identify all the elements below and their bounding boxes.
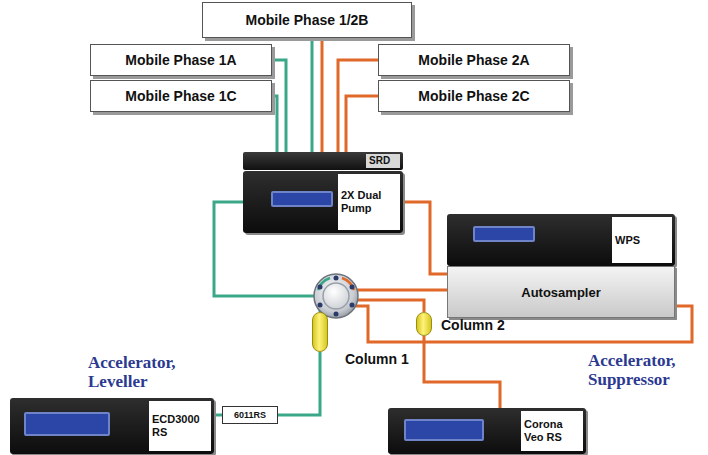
tubing-line <box>346 96 378 152</box>
node-text: Mobile Phase 1C <box>125 88 236 104</box>
node-text: Corona Veo RS <box>524 418 580 443</box>
node-text: ECD3000 RS <box>152 413 208 438</box>
node-text: Mobile Phase 1A <box>125 52 236 68</box>
degasser-unit: SRD <box>243 152 403 170</box>
autosampler-unit: Autosampler <box>447 266 675 318</box>
valve-port <box>318 303 323 308</box>
label-panel: ECD3000 RS <box>149 401 211 451</box>
tubing-line <box>321 38 324 152</box>
node-text: Mobile Phase 2A <box>418 52 529 68</box>
label-panel: WPS <box>612 217 672 263</box>
pump-unit: 2X Dual Pump <box>243 171 403 233</box>
node-text: SRD <box>369 155 390 167</box>
tubing-line <box>278 352 320 415</box>
display-screen <box>24 412 110 436</box>
detector-unit: Corona Veo RS <box>388 408 586 454</box>
connector-unit: 6011RS <box>222 406 278 424</box>
tubing-line <box>272 60 286 152</box>
reservoir-box: Mobile Phase 1A <box>90 44 272 76</box>
reservoir-box: Mobile Phase 1/2B <box>202 2 412 38</box>
valve-groove <box>342 278 354 290</box>
display-screen <box>404 419 484 441</box>
tubing-line <box>346 290 447 312</box>
tubing-line <box>403 202 447 274</box>
display-screen <box>473 226 535 242</box>
node-text: 2X Dual Pump <box>341 189 397 214</box>
detector-unit: ECD3000 RS <box>10 398 214 454</box>
valve-port <box>318 285 323 290</box>
reservoir-box: Mobile Phase 2C <box>378 80 570 112</box>
column: Column 2 <box>416 312 432 336</box>
node-text: Autosampler <box>521 285 600 300</box>
tubing-line <box>272 96 277 152</box>
label-panel: SRD <box>366 154 400 168</box>
valve-groove <box>318 278 330 290</box>
valve-port <box>334 276 339 281</box>
valve-port <box>350 303 355 308</box>
node-text: Column 1 <box>345 351 409 367</box>
analyte-label: Accelerator, Suppressor <box>588 352 700 389</box>
node-text: 6011RS <box>234 410 266 420</box>
node-text: Mobile Phase 1/2B <box>246 12 369 28</box>
valve-rotor <box>323 283 349 309</box>
label-panel: 2X Dual Pump <box>338 174 400 230</box>
tubing-line <box>311 38 314 152</box>
node-text: WPS <box>615 234 640 247</box>
node-text: Mobile Phase 2C <box>418 88 529 104</box>
valve-port <box>334 312 339 317</box>
tubing-line <box>214 414 222 417</box>
reservoir-box: Mobile Phase 2A <box>378 44 570 76</box>
label-panel: Corona Veo RS <box>521 411 583 451</box>
reservoir-box: Mobile Phase 1C <box>90 80 272 112</box>
tubing-line <box>338 60 378 152</box>
node-text: Column 2 <box>441 317 505 333</box>
analyte-label: Accelerator, Leveller <box>88 354 200 391</box>
display-screen <box>271 191 333 207</box>
autosampler-unit: WPS <box>447 214 675 266</box>
tubing-line <box>424 336 500 408</box>
valve-port <box>350 285 355 290</box>
column: Column 1 <box>312 312 328 352</box>
